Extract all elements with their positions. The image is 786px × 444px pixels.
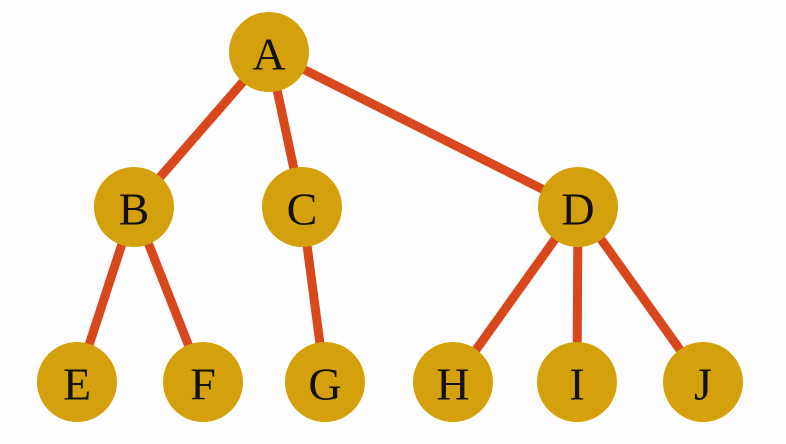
node-circle xyxy=(94,167,174,247)
node-label: F xyxy=(190,359,216,410)
node-label: I xyxy=(569,359,584,410)
node-i: I xyxy=(537,342,617,422)
node-label: B xyxy=(119,184,150,235)
node-label: A xyxy=(252,29,285,80)
node-label: C xyxy=(287,184,318,235)
node-circle xyxy=(229,12,309,92)
node-circle xyxy=(538,167,618,247)
node-a: A xyxy=(229,12,309,92)
node-circle xyxy=(285,342,365,422)
node-circle xyxy=(163,342,243,422)
node-d: D xyxy=(538,167,618,247)
node-label: G xyxy=(308,359,341,410)
node-label: H xyxy=(436,359,469,410)
node-circle xyxy=(537,342,617,422)
node-f: F xyxy=(163,342,243,422)
node-h: H xyxy=(413,342,493,422)
node-c: C xyxy=(262,167,342,247)
node-label: J xyxy=(694,359,712,410)
edge-a-d xyxy=(264,47,583,212)
node-label: D xyxy=(561,184,594,235)
node-circle xyxy=(413,342,493,422)
node-label: E xyxy=(63,359,91,410)
node-g: G xyxy=(285,342,365,422)
node-e: E xyxy=(37,342,117,422)
nodes-layer: A B C D E F G H I J xyxy=(37,12,743,422)
node-circle xyxy=(262,167,342,247)
node-circle xyxy=(663,342,743,422)
node-b: B xyxy=(94,167,174,247)
node-circle xyxy=(37,342,117,422)
node-j: J xyxy=(663,342,743,422)
